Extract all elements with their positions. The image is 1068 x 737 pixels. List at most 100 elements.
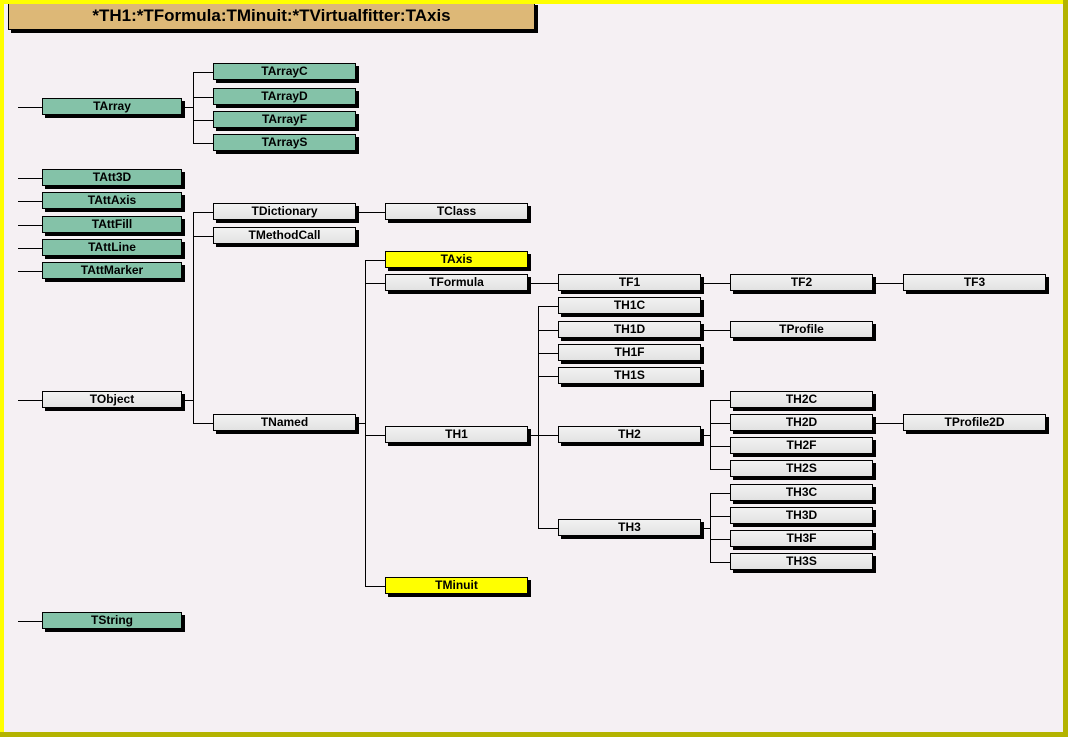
edge-root-tattaxis (18, 200, 42, 202)
class-node-tf3[interactable]: TF3 (903, 274, 1046, 291)
edge-th1-th1c (538, 305, 558, 307)
edge-th1-th1d (538, 329, 558, 331)
class-node-tf2[interactable]: TF2 (730, 274, 873, 291)
class-node-label: TArrayC (261, 64, 308, 78)
class-node-th2s[interactable]: TH2S (730, 460, 873, 477)
edge-root-tatt3d (18, 177, 42, 179)
edge-tarray-tarrayd (193, 96, 213, 98)
class-node-tattline[interactable]: TAttLine (42, 239, 182, 256)
edge-th2-bus (710, 399, 711, 469)
edge-root-tstring (18, 620, 42, 622)
edge-tobject-bus (193, 211, 194, 423)
class-node-label: TH1F (614, 345, 645, 359)
edge-th2d-tprofile2d (876, 422, 903, 424)
class-node-label: TH2 (618, 427, 641, 441)
class-node-label: TH1C (613, 298, 646, 312)
edge-root-tattmarker (18, 270, 42, 272)
class-node-th1c[interactable]: TH1C (558, 297, 701, 314)
class-node-th2c[interactable]: TH2C (730, 391, 873, 408)
edge-tf2-tf3 (876, 282, 903, 284)
class-node-tattfill[interactable]: TAttFill (42, 216, 182, 233)
class-node-tmethodcall[interactable]: TMethodCall (213, 227, 356, 244)
class-node-tattaxis[interactable]: TAttAxis (42, 192, 182, 209)
edge-th2-th2f (710, 445, 730, 447)
class-node-tprofile2d[interactable]: TProfile2D (903, 414, 1046, 431)
class-node-th1[interactable]: TH1 (385, 426, 528, 443)
class-node-label: TFormula (429, 275, 484, 289)
edge-th1-stem (531, 434, 538, 436)
class-node-label: TObject (89, 392, 135, 406)
edge-th3-th3c (710, 492, 730, 494)
class-node-th2f[interactable]: TH2F (730, 437, 873, 454)
class-node-label: TAttAxis (87, 193, 137, 207)
edge-tnamed-tformula (365, 282, 385, 284)
edge-tnamed-taxis (365, 259, 385, 261)
class-node-label: TString (91, 613, 133, 627)
class-node-tarrays[interactable]: TArrayS (213, 134, 356, 151)
class-node-th1d[interactable]: TH1D (558, 321, 701, 338)
class-node-tarray[interactable]: TArray (42, 98, 182, 115)
class-node-tformula[interactable]: TFormula (385, 274, 528, 291)
class-node-label: TH3F (786, 531, 817, 545)
edge-th1d-tprofile (704, 329, 730, 331)
class-node-label: TProfile2D (944, 415, 1005, 429)
edge-th1-th1f (538, 352, 558, 354)
class-node-label: TNamed (260, 415, 309, 429)
class-node-tminuit[interactable]: TMinuit (385, 577, 528, 594)
class-node-taxis[interactable]: TAxis (385, 251, 528, 268)
edge-tarray-tarrayf (193, 119, 213, 121)
edge-th2-th2d (710, 422, 730, 424)
class-node-tarrayd[interactable]: TArrayD (213, 88, 356, 105)
class-node-th1f[interactable]: TH1F (558, 344, 701, 361)
class-node-label: TMinuit (435, 578, 478, 592)
edge-tnamed-tminuit (365, 585, 385, 587)
class-node-tarrayf[interactable]: TArrayF (213, 111, 356, 128)
class-node-tdictionary[interactable]: TDictionary (213, 203, 356, 220)
window-frame-left (0, 0, 4, 737)
window-frame-corner (1063, 732, 1068, 737)
class-node-label: TH2D (785, 415, 818, 429)
class-node-tf1[interactable]: TF1 (558, 274, 701, 291)
class-node-label: TAttLine (88, 240, 136, 254)
class-node-label: TH2C (785, 392, 818, 406)
class-node-tnamed[interactable]: TNamed (213, 414, 356, 431)
class-node-label: TH3 (618, 520, 641, 534)
class-node-label: TF2 (790, 275, 813, 289)
class-node-label: TF1 (618, 275, 641, 289)
class-node-th3c[interactable]: TH3C (730, 484, 873, 501)
edge-th2-th2s (710, 468, 730, 470)
class-node-label: TH1S (614, 368, 645, 382)
class-node-label: TH2F (786, 438, 817, 452)
edge-tarray-tarrays (193, 142, 213, 144)
edge-tnamed-th1 (365, 434, 385, 436)
class-node-th2d[interactable]: TH2D (730, 414, 873, 431)
class-node-tattmarker[interactable]: TAttMarker (42, 262, 182, 279)
class-node-label: TAttFill (91, 217, 133, 231)
window-frame-right (1063, 0, 1068, 737)
class-node-tatt3d[interactable]: TAtt3D (42, 169, 182, 186)
edge-th1-th3 (538, 527, 558, 529)
class-node-th2[interactable]: TH2 (558, 426, 701, 443)
class-node-label: TH3S (786, 554, 817, 568)
edge-root-tobject (18, 399, 42, 401)
class-node-tobject[interactable]: TObject (42, 391, 182, 408)
edge-th3-th3s (710, 561, 730, 563)
edge-th3-th3d (710, 515, 730, 517)
class-node-th3s[interactable]: TH3S (730, 553, 873, 570)
class-node-tclass[interactable]: TClass (385, 203, 528, 220)
class-node-tarrayc[interactable]: TArrayC (213, 63, 356, 80)
class-node-label: TDictionary (251, 204, 318, 218)
class-node-label: TArrayS (261, 135, 308, 149)
edge-tnamed-stem (359, 422, 365, 424)
edge-root-tattline (18, 247, 42, 249)
edge-tdictionary-tclass (359, 211, 385, 213)
edge-th2-th2c (710, 399, 730, 401)
edge-tobject-tmethodcall (193, 235, 213, 237)
edge-tobject-stem (185, 399, 193, 401)
class-node-tstring[interactable]: TString (42, 612, 182, 629)
class-node-th3[interactable]: TH3 (558, 519, 701, 536)
class-node-th3d[interactable]: TH3D (730, 507, 873, 524)
class-node-tprofile[interactable]: TProfile (730, 321, 873, 338)
class-node-th1s[interactable]: TH1S (558, 367, 701, 384)
class-node-th3f[interactable]: TH3F (730, 530, 873, 547)
